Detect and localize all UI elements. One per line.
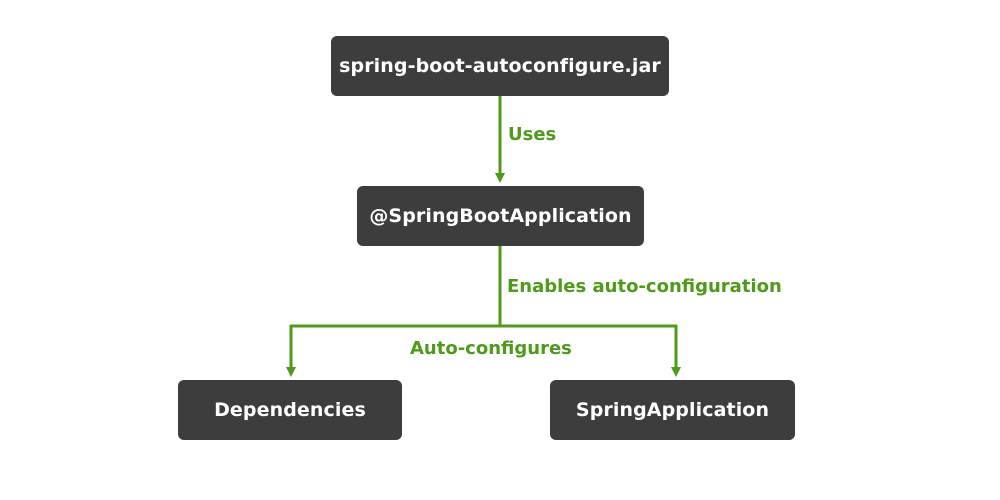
edge-label-uses: Uses bbox=[508, 124, 557, 145]
node-spring-boot-application-label: @SpringBootApplication bbox=[369, 205, 632, 227]
node-dependencies: Dependencies bbox=[178, 380, 402, 440]
node-spring-boot-application: @SpringBootApplication bbox=[357, 186, 644, 246]
edge-label-auto-configures: Auto-configures bbox=[410, 338, 572, 359]
node-autoconfigure-jar: spring-boot-autoconfigure.jar bbox=[331, 36, 669, 96]
node-dependencies-label: Dependencies bbox=[214, 399, 366, 421]
node-spring-application: SpringApplication bbox=[550, 380, 795, 440]
edge-label-enables: Enables auto-configuration bbox=[507, 276, 782, 297]
node-autoconfigure-jar-label: spring-boot-autoconfigure.jar bbox=[339, 55, 661, 77]
node-spring-application-label: SpringApplication bbox=[575, 399, 770, 421]
